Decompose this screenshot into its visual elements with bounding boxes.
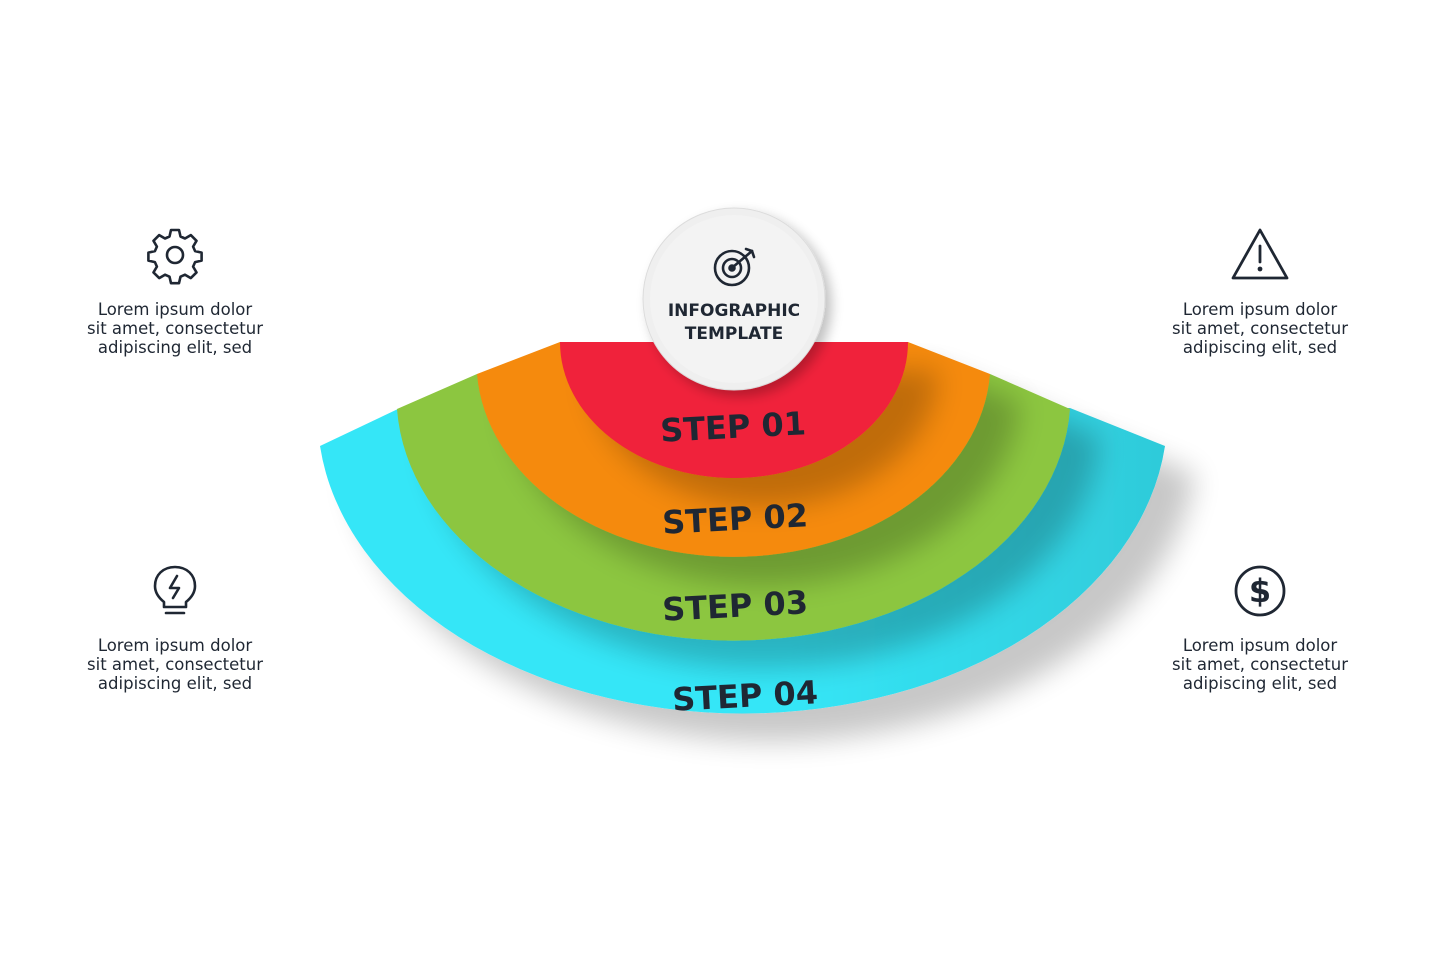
step-01-shape	[560, 342, 908, 478]
info-text-line: adipiscing elit, sed	[97, 674, 253, 693]
info-text-line: sit amet, consectetur	[1172, 319, 1348, 338]
warning-icon	[1231, 228, 1289, 280]
info-block-bottom-left: Lorem ipsum dolor sit amet, consectetur …	[55, 560, 295, 693]
center-title-line2: TEMPLATE	[685, 324, 783, 344]
center-badge: INFOGRAPHIC TEMPLATE	[642, 207, 826, 391]
step-01-label: STEP 01	[659, 404, 807, 450]
info-text-line: adipiscing elit, sed	[1182, 674, 1338, 693]
target-icon	[713, 247, 756, 287]
info-text-line: adipiscing elit, sed	[97, 338, 253, 357]
info-text-line: Lorem ipsum dolor	[97, 300, 253, 319]
lightbulb-icon	[153, 565, 197, 615]
info-text-line: sit amet, consectetur	[87, 319, 263, 338]
svg-text:$: $	[1249, 572, 1271, 610]
step-04-label: STEP 04	[671, 673, 819, 719]
dollar-icon: $	[1234, 565, 1286, 617]
info-block-top-right: Lorem ipsum dolor sit amet, consectetur …	[1140, 224, 1380, 357]
info-block-top-left: Lorem ipsum dolor sit amet, consectetur …	[55, 224, 295, 357]
center-title-line1: INFOGRAPHIC	[668, 301, 800, 321]
step-02-label: STEP 02	[661, 496, 809, 542]
info-text-line: Lorem ipsum dolor	[97, 636, 253, 655]
step-03-label: STEP 03	[661, 583, 809, 629]
info-text-line: adipiscing elit, sed	[1182, 338, 1338, 357]
step-01-band	[560, 342, 908, 478]
info-text-line: Lorem ipsum dolor	[1182, 300, 1338, 319]
info-text-line: sit amet, consectetur	[87, 655, 263, 674]
info-block-bottom-right: $ Lorem ipsum dolor sit amet, consectetu…	[1140, 560, 1380, 693]
gear-icon	[147, 228, 203, 285]
info-text-line: sit amet, consectetur	[1172, 655, 1348, 674]
info-text-line: Lorem ipsum dolor	[1182, 636, 1338, 655]
